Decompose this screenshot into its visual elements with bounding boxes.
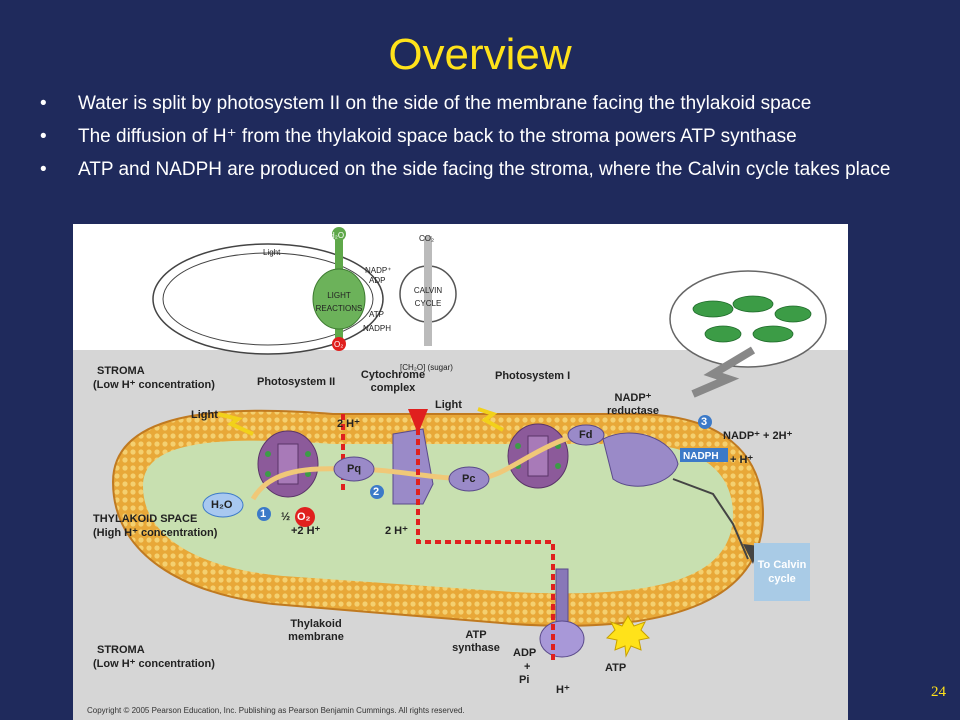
pc-label: Pc bbox=[462, 473, 476, 485]
bullet-item: • The diffusion of H⁺ from the thylakoid … bbox=[38, 125, 938, 149]
stroma-bottom-sub-label: (Low H⁺ concentration) bbox=[93, 658, 215, 670]
step-3-circle bbox=[698, 415, 712, 429]
bullet-text: The diffusion of H⁺ from the thylakoid s… bbox=[78, 126, 797, 147]
fd-blob bbox=[567, 424, 605, 446]
light-bolt-1 bbox=[217, 412, 254, 436]
bullet-dot: • bbox=[40, 126, 47, 147]
pq-label: Pq bbox=[347, 463, 362, 475]
bullet-dot: • bbox=[40, 159, 47, 180]
plus-2h-label: +2 H⁺ bbox=[291, 525, 321, 537]
o2-label: O₂ bbox=[297, 511, 311, 523]
bullet-item: • ATP and NADPH are produced on the side … bbox=[38, 158, 938, 182]
to-calvin-label: To Calvin cycle bbox=[757, 559, 807, 585]
two-h-bottom-label: 2 H⁺ bbox=[385, 525, 408, 537]
adp-label: ADP bbox=[513, 647, 537, 659]
atp-synthase-label: ATP synthase bbox=[452, 629, 500, 654]
inset-nadph-label: NADPH bbox=[363, 324, 392, 333]
pc-blob bbox=[448, 466, 490, 492]
bullet-list: • Water is split by photosystem II on the… bbox=[38, 92, 938, 191]
light-label-1: Light bbox=[191, 409, 218, 421]
inset-sugar-label: [CH₂O] (sugar) bbox=[400, 363, 453, 372]
inset-atp-label: ATP bbox=[369, 310, 384, 319]
inset-adp-label: ADP bbox=[369, 276, 386, 285]
inset-o2-label: O₂ bbox=[334, 340, 344, 349]
step-3-label: 3 bbox=[701, 416, 708, 428]
light-label-2: Light bbox=[435, 399, 462, 411]
proton-path bbox=[341, 409, 555, 664]
stroma-top-label: STROMA bbox=[97, 365, 145, 377]
nadp-reductase-label: NADP⁺ reductase bbox=[607, 392, 659, 417]
to-calvin-box: To Calvin cycle bbox=[754, 543, 810, 601]
slide-title: Overview bbox=[388, 30, 572, 79]
two-h-top-label: 2 H⁺ bbox=[337, 418, 360, 430]
stroma-bottom-label: STROMA bbox=[97, 644, 145, 656]
diagram-canvas bbox=[73, 227, 848, 720]
inset-light-reactions bbox=[312, 268, 366, 330]
h2o-label: H₂O bbox=[211, 499, 233, 511]
atp-star bbox=[605, 615, 651, 658]
photosystem-i-complex bbox=[507, 423, 569, 489]
inset-h2o-label: H₂O bbox=[329, 231, 345, 240]
bullet-item: • Water is split by photosystem II on the… bbox=[38, 92, 938, 116]
inset-light-reactions-label: LIGHT REACTIONS bbox=[315, 291, 363, 313]
stroma-top-sub-label: (Low H⁺ concentration) bbox=[93, 379, 215, 391]
cytochrome-complex-label: Cytochrome complex bbox=[360, 369, 426, 394]
inset-chloroplast bbox=[152, 243, 384, 355]
pi-label: Pi bbox=[519, 674, 530, 686]
light-bolt-2 bbox=[477, 407, 504, 432]
atp-label: ATP bbox=[605, 662, 627, 674]
step-2-circle bbox=[370, 485, 384, 499]
nadp-plus-2h-label: NADP⁺ + 2H⁺ bbox=[723, 430, 793, 442]
nadp-reductase bbox=[602, 432, 679, 487]
photosystem-ii-complex bbox=[257, 430, 319, 498]
chloroplast-image bbox=[669, 270, 827, 368]
fd-label: Fd bbox=[579, 429, 593, 441]
h2o-oval bbox=[202, 492, 244, 518]
h-plus-label: H⁺ bbox=[556, 684, 570, 696]
bullet-text: Water is split by photosystem II on the … bbox=[78, 93, 812, 114]
step-1-circle bbox=[257, 507, 271, 521]
photosystem-ii-label: Photosystem II bbox=[257, 376, 336, 388]
half-label: ½ bbox=[281, 511, 291, 523]
inset-co2-label: CO₂ bbox=[419, 234, 435, 243]
thylakoid-space-label: THYLAKOID SPACE bbox=[93, 513, 198, 525]
step-1-label: 1 bbox=[260, 508, 267, 520]
plus-h-label: + H⁺ bbox=[730, 454, 754, 466]
plus-label: + bbox=[524, 661, 531, 673]
pq-blob bbox=[333, 456, 375, 482]
inset-light-label: Light bbox=[263, 248, 281, 257]
photosystem-i-label: Photosystem I bbox=[495, 370, 571, 382]
thylakoid-membrane-label: Thylakoid membrane bbox=[288, 618, 344, 643]
bullet-text: ATP and NADPH are produced on the side f… bbox=[78, 159, 891, 180]
copyright-note: Copyright © 2005 Pearson Education, Inc.… bbox=[87, 706, 465, 715]
thylakoid-diagram: H₂O CO₂ Light NADP⁺ ADP LIGHT REACTIONS … bbox=[73, 224, 848, 720]
page-number: 24 bbox=[931, 684, 946, 700]
inset-nadp-label: NADP⁺ bbox=[365, 266, 392, 275]
o2-circle bbox=[295, 507, 315, 527]
inset-calvin-cycle-label: CALVIN CYCLE bbox=[413, 286, 443, 308]
thylakoid-space-sub-label: (High H⁺ concentration) bbox=[93, 527, 218, 539]
bullet-dot: • bbox=[40, 93, 47, 114]
to-calvin-arrow bbox=[672, 478, 749, 560]
zoom-arrow bbox=[691, 346, 756, 398]
step-2-label: 2 bbox=[373, 486, 380, 498]
nadph-label: NADPH bbox=[683, 451, 719, 462]
nadph-box bbox=[680, 448, 728, 462]
